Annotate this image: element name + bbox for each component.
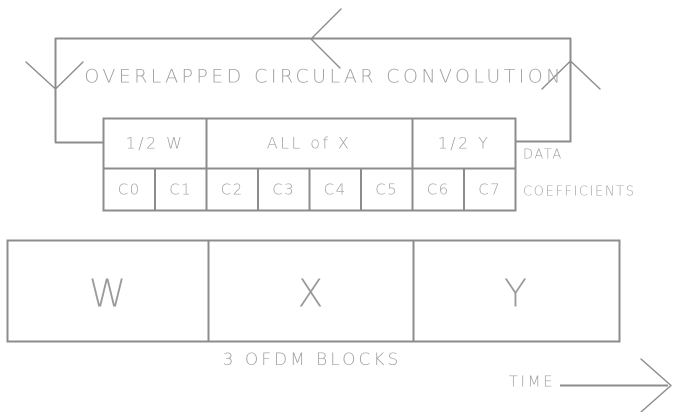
coef-cell-c2: C2 bbox=[221, 181, 244, 199]
data-cell-half-w: 1/2 W bbox=[126, 134, 185, 153]
ofdm-block-y: Y bbox=[504, 272, 528, 316]
coef-cell-c1: C1 bbox=[169, 181, 192, 199]
symbol-table: 1/2 W ALL of X 1/2 Y C0 C1 C2 C3 C4 C5 C… bbox=[102, 117, 517, 212]
ofdm-block-timeline: W X Y bbox=[6, 239, 621, 343]
row-label-data: DATA bbox=[523, 148, 563, 163]
ofdm-timeline-outline bbox=[6, 239, 621, 343]
arrowhead-down-left-icon bbox=[25, 61, 84, 90]
data-cell-all-x: ALL of X bbox=[267, 134, 352, 153]
coef-cell-c3: C3 bbox=[272, 181, 295, 199]
coef-cell-c7: C7 bbox=[478, 181, 501, 199]
coef-cell-c5: C5 bbox=[375, 181, 398, 199]
coef-cell-c4: C4 bbox=[324, 181, 347, 199]
time-axis bbox=[560, 358, 672, 412]
arrowhead-right-time-icon bbox=[640, 358, 672, 412]
overlap-bracket-group bbox=[25, 8, 601, 144]
diagram-title: OVERLAPPED CIRCULAR CONVOLUTION bbox=[84, 66, 563, 88]
ofdm-block-x: X bbox=[297, 272, 324, 316]
time-axis-label: TIME bbox=[509, 373, 555, 391]
arrowhead-left-top-icon bbox=[310, 8, 342, 69]
row-label-coefficients: COEFFICIENTS bbox=[523, 185, 636, 200]
data-cell-half-y: 1/2 Y bbox=[438, 134, 491, 153]
arrowhead-up-right-icon bbox=[541, 60, 601, 90]
ofdm-block-w: W bbox=[89, 272, 128, 316]
coef-cell-c6: C6 bbox=[427, 181, 450, 199]
bracket-right-leg bbox=[516, 38, 572, 143]
ofdm-timeline-caption: 3 OFDM BLOCKS bbox=[223, 350, 402, 370]
coef-cell-c0: C0 bbox=[118, 181, 141, 199]
